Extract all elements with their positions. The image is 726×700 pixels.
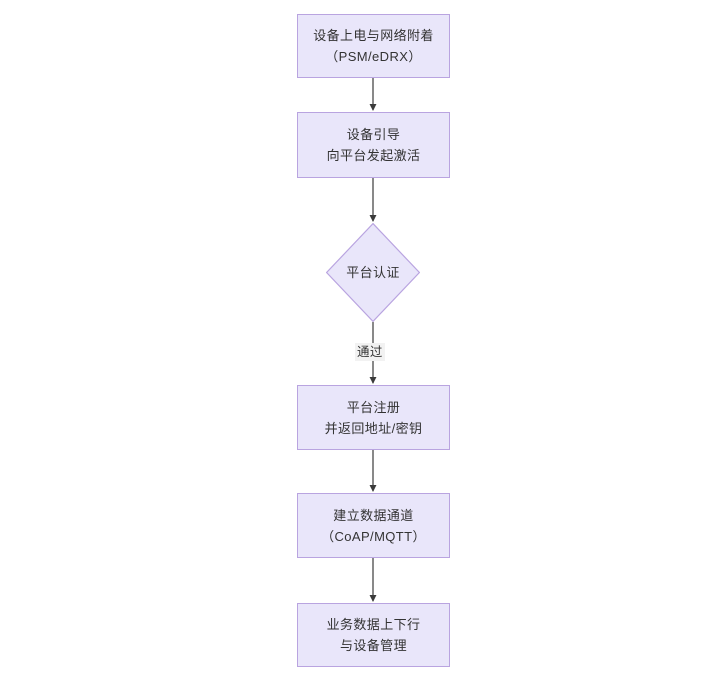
node-data-channel-line2: （CoAP/MQTT） <box>321 528 426 544</box>
node-bootstrap-line1: 设备引导 <box>346 127 401 142</box>
node-establish-data-channel[interactable]: 建立数据通道 （CoAP/MQTT） <box>297 493 450 558</box>
node-register-line2: 并返回地址/密钥 <box>324 420 423 436</box>
diamond-shape-icon <box>326 223 420 322</box>
node-device-power-on-network-attach[interactable]: 设备上电与网络附着 （PSM/eDRX） <box>297 14 450 78</box>
node-service-data-line1: 业务数据上下行 <box>326 617 421 632</box>
node-service-data-line2: 与设备管理 <box>339 638 407 653</box>
edge-label-pass: 通过 <box>355 343 385 361</box>
node-service-data-uplink-downlink-device-management[interactable]: 业务数据上下行 与设备管理 <box>297 603 450 667</box>
node-platform-authentication-decision[interactable]: 平台认证 <box>326 223 420 322</box>
node-data-channel-line1: 建立数据通道 <box>333 507 414 523</box>
node-register-line1: 平台注册 <box>346 399 401 415</box>
node-bootstrap-line2: 向平台发起激活 <box>326 148 421 163</box>
node-power-attach-line1: 设备上电与网络附着 <box>313 28 434 43</box>
node-device-bootstrap-activation[interactable]: 设备引导 向平台发起激活 <box>297 112 450 178</box>
node-auth-decision-label: 平台认证 <box>346 264 400 280</box>
node-platform-registration-return-address-key[interactable]: 平台注册 并返回地址/密钥 <box>297 385 450 450</box>
node-power-attach-line2: （PSM/eDRX） <box>325 49 422 64</box>
